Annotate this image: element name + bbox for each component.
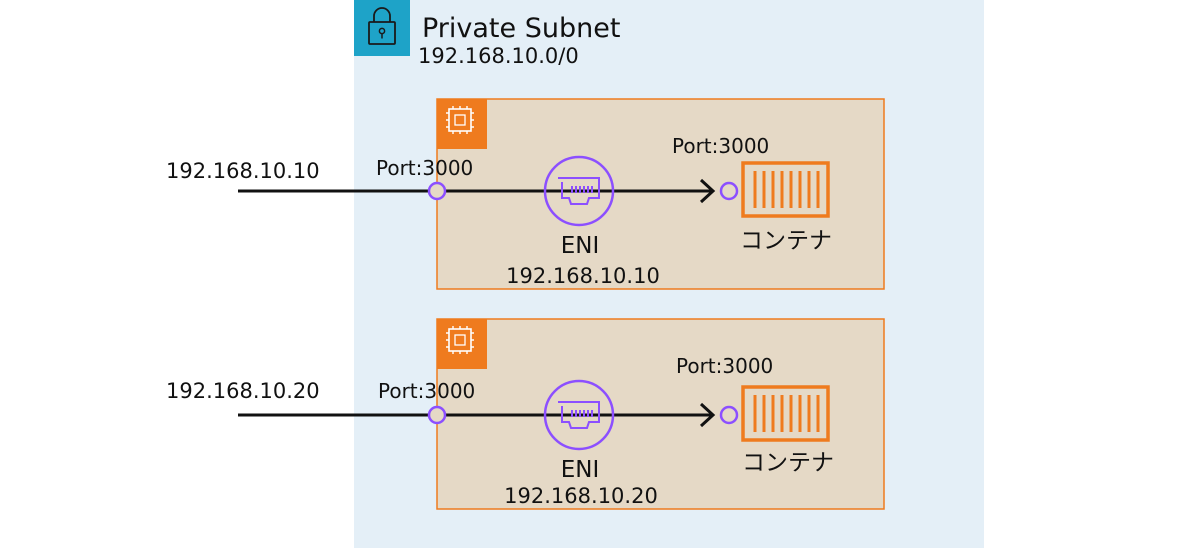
eni-port-label: Port:3000	[378, 379, 475, 403]
subnet-cidr: 192.168.10.0/0	[418, 44, 579, 68]
eni-icon	[543, 379, 615, 451]
eni-icon	[543, 155, 615, 227]
container-port-label: Port:3000	[676, 354, 773, 378]
container-port-circle	[719, 181, 739, 201]
eni-label: ENI	[561, 233, 600, 259]
source-ip-label: 192.168.10.20	[166, 379, 320, 403]
source-ip-label: 192.168.10.10	[166, 159, 320, 183]
ec2-instance-1: 192.168.10.10 Port:3000 ENI 192.168.10.1…	[166, 98, 885, 290]
ec2-instance-2: 192.168.10.20 Port:3000 ENI 192.168.10.2…	[166, 318, 885, 510]
container-label: コンテナ	[742, 450, 834, 476]
ec2-instance-icon	[437, 319, 487, 369]
lock-icon	[354, 0, 410, 56]
eni-label: ENI	[561, 457, 600, 483]
container-icon	[741, 161, 830, 218]
arrow-head	[699, 402, 716, 428]
arrow-head	[699, 178, 716, 204]
eni-port-circle	[427, 405, 447, 425]
eni-ip-label: 192.168.10.20	[504, 484, 658, 508]
eni-port-label: Port:3000	[376, 156, 473, 180]
subnet-title: Private Subnet	[422, 13, 620, 44]
ec2-instance-icon	[437, 99, 487, 149]
container-label: コンテナ	[740, 228, 832, 254]
container-icon	[741, 385, 830, 442]
container-port-label: Port:3000	[672, 134, 769, 158]
eni-ip-label: 192.168.10.10	[506, 264, 660, 288]
eni-port-circle	[427, 181, 447, 201]
container-port-circle	[719, 405, 739, 425]
